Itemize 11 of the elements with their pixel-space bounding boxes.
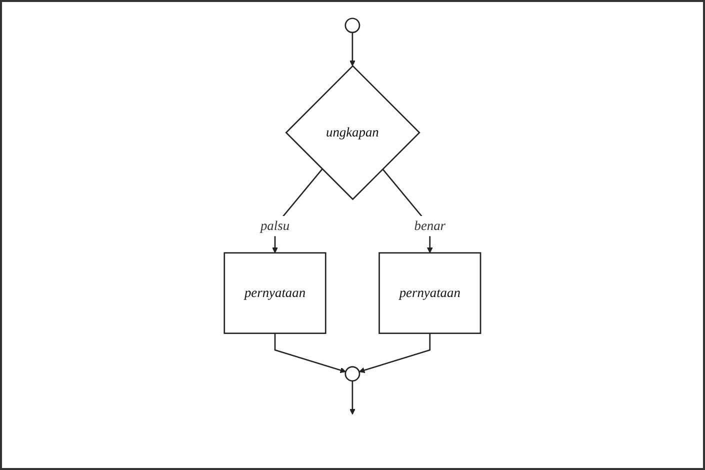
arrow [350, 380, 356, 415]
node-box: pernyataan [378, 252, 482, 334]
node-circle [344, 366, 360, 382]
edge-label: palsu [260, 218, 290, 234]
edge-label: benar [414, 218, 446, 234]
node-box: pernyataan [224, 252, 326, 334]
node-diamond: ungkapan [285, 65, 420, 200]
arrow [274, 333, 346, 374]
node-circle [344, 18, 360, 34]
arrow [358, 333, 431, 374]
arrow [350, 32, 356, 66]
